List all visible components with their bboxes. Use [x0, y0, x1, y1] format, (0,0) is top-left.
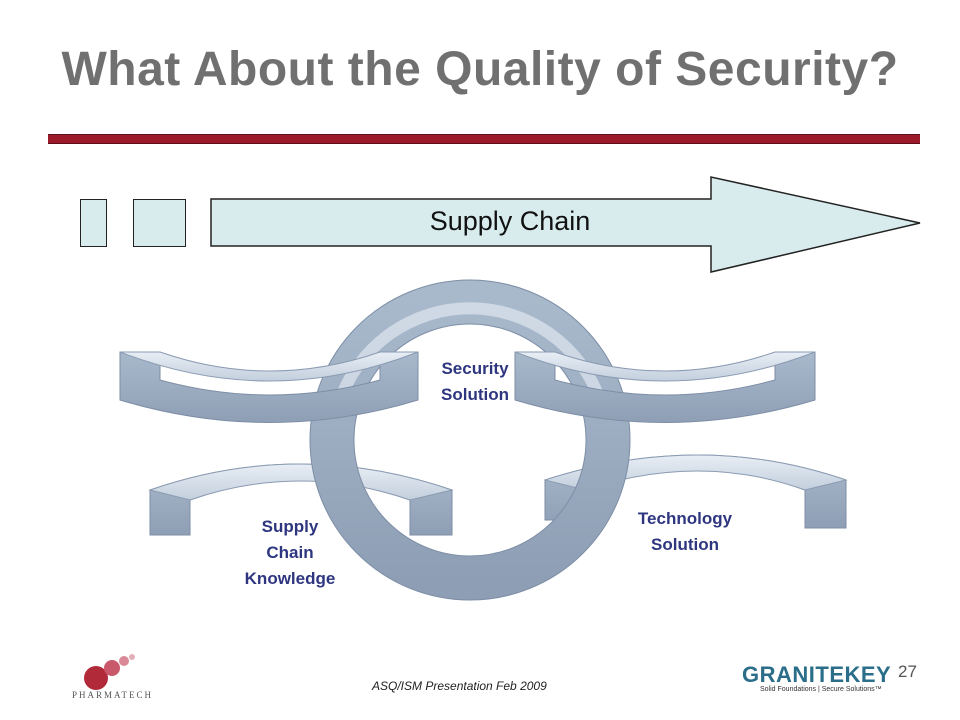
top-left-link — [119, 351, 419, 423]
footer-text: ASQ/ISM Presentation Feb 2009 — [372, 679, 547, 693]
slide-title: What About the Quality of Security? — [61, 43, 899, 96]
granitekey-logo-wordmark: GRANITEKEY — [742, 662, 892, 687]
supply-chain-block-small — [80, 199, 107, 247]
pharmatech-logo-text: PHARMATECH — [72, 690, 154, 700]
top-right-link — [514, 351, 816, 423]
supply-chain-block-medium — [133, 199, 186, 247]
security-solution-label: Security Solution — [441, 359, 509, 404]
granitekey-logo-tagline: Solid Foundations | Secure Solutions™ — [760, 686, 882, 693]
title-divider — [48, 134, 920, 144]
supply-chain-knowledge-link — [148, 463, 454, 536]
page-number: 27 — [898, 662, 917, 681]
supply-chain-knowledge-label: Supply Chain Knowledge — [244, 517, 336, 588]
technology-solution-label: Technology Solution — [637, 509, 733, 554]
pharmatech-logo-icon — [84, 654, 135, 690]
supply-chain-arrow-label: Supply Chain — [429, 206, 591, 236]
